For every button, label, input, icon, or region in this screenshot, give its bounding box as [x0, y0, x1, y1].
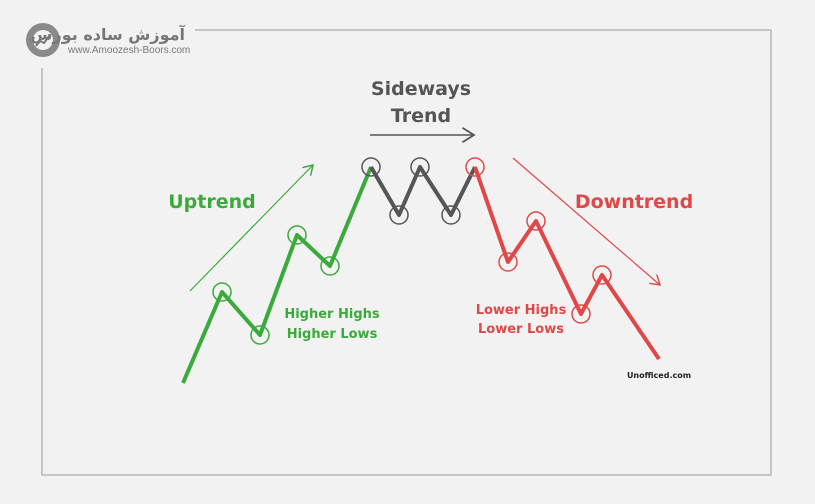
swing-point [571, 304, 591, 324]
swing-point [389, 205, 409, 225]
swing-point [287, 225, 307, 245]
swing-point [212, 282, 232, 302]
up-note-line2: Higher Lows [287, 327, 378, 342]
swing-point [592, 265, 612, 285]
swing-point [410, 157, 430, 177]
frame-border [41, 29, 772, 476]
sideways-title-line2: Trend [391, 105, 451, 127]
sideways-title-line1: Sideways [371, 78, 471, 100]
swing-point [526, 211, 546, 231]
down-note-line2: Lower Lows [478, 322, 564, 337]
up-note-line1: Higher Highs [284, 307, 380, 322]
uptrend-line [181, 166, 373, 384]
swing-point [250, 325, 270, 345]
swing-point [498, 252, 518, 272]
swing-point [465, 157, 485, 177]
swing-point [361, 157, 381, 177]
down-note-line1: Lower Highs [476, 303, 567, 318]
downtrend-line [473, 166, 661, 361]
uptrend-label: Uptrend [168, 191, 256, 213]
logo-url-text: www.Amoozesh-Boors.com [67, 45, 190, 56]
logo: آموزش ساده بورس www.Amoozesh-Boors.com [26, 23, 190, 57]
downtrend-arrow [512, 157, 660, 285]
credit-text: Unofficed.com [627, 371, 691, 380]
uptrend-arrow [189, 165, 313, 292]
downtrend-label: Downtrend [575, 191, 693, 213]
logo-brand-text: آموزش ساده بورس [30, 24, 185, 44]
sideways-line [369, 165, 477, 217]
swing-point [441, 205, 461, 225]
swing-point [320, 256, 340, 276]
